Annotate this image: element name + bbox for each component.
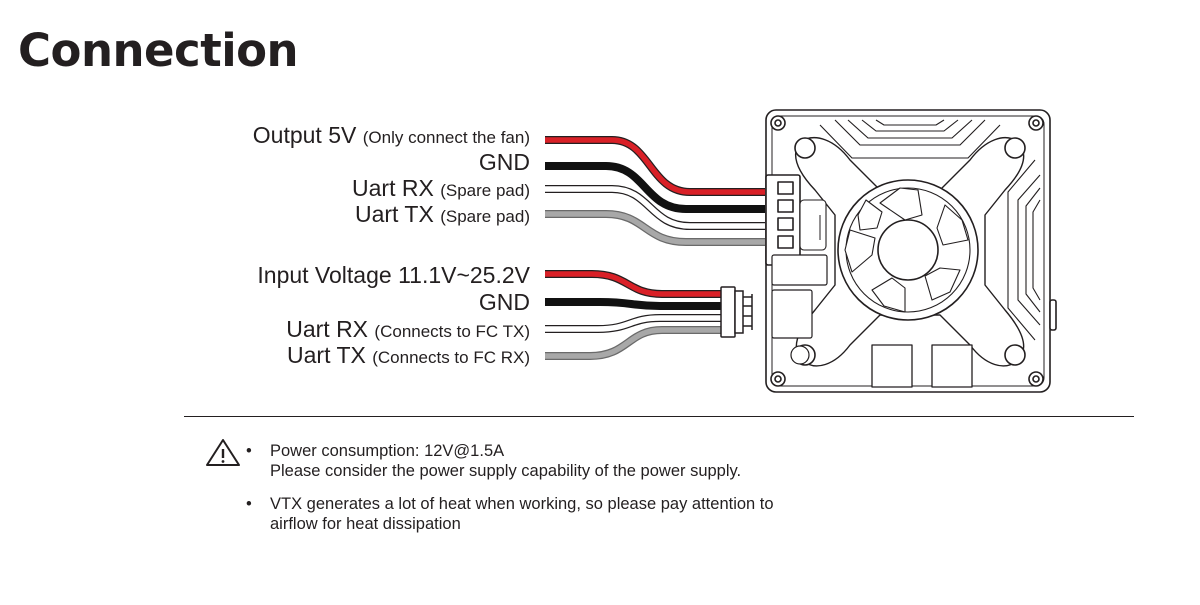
label-main: Output 5V bbox=[252, 122, 357, 148]
note-line: Power consumption: 12V@1.5A bbox=[270, 442, 505, 460]
label-main: Uart TX bbox=[355, 201, 434, 227]
pad-gnd bbox=[777, 199, 794, 213]
upper-wire-black bbox=[545, 162, 765, 213]
pad-rx bbox=[777, 217, 794, 231]
upper-wire-bundle bbox=[545, 136, 765, 246]
bottom-port-left bbox=[871, 344, 913, 388]
label-main: GND bbox=[478, 289, 530, 315]
label-note: (Spare pad) bbox=[440, 207, 530, 226]
label-output-5v: Output 5V (Only connect the fan) bbox=[253, 122, 530, 151]
warning-triangle-icon bbox=[206, 439, 240, 466]
label-note: (Connects to FC TX) bbox=[374, 322, 530, 341]
jst-connector-icon bbox=[720, 286, 753, 338]
label-note: (Spare pad) bbox=[440, 181, 530, 200]
screw-top-right bbox=[1028, 115, 1044, 131]
notes-list: • Power consumption: 12V@1.5A Please con… bbox=[246, 441, 774, 547]
cooling-fins-right bbox=[1007, 159, 1041, 341]
lower-wire-red bbox=[545, 270, 722, 298]
pad-tx bbox=[777, 235, 794, 249]
label-main: GND bbox=[478, 149, 530, 175]
cooling-fins-top bbox=[819, 119, 1001, 159]
screw-bottom-right bbox=[1028, 371, 1044, 387]
label-upper-uart-rx: Uart RX (Spare pad) bbox=[352, 175, 530, 204]
lower-wire-bundle bbox=[545, 270, 722, 360]
lower-wire-black bbox=[545, 298, 722, 310]
screw-bottom-left bbox=[770, 371, 786, 387]
lower-wire-grey bbox=[545, 326, 722, 360]
bullet: • bbox=[246, 495, 252, 513]
bullet: • bbox=[246, 442, 252, 460]
label-main: Uart TX bbox=[287, 342, 366, 368]
note-line: VTX generates a lot of heat when working… bbox=[270, 495, 774, 513]
label-note: (Connects to FC RX) bbox=[372, 348, 530, 367]
label-lower-uart-tx: Uart TX (Connects to FC RX) bbox=[287, 342, 530, 371]
page-title: Connection bbox=[18, 24, 299, 77]
label-main: Input Voltage 11.1V~25.2V bbox=[257, 262, 530, 288]
label-note: (Only connect the fan) bbox=[362, 128, 530, 147]
label-lower-gnd: GND bbox=[479, 289, 530, 315]
section-divider bbox=[184, 416, 1134, 417]
bottom-port-right bbox=[931, 344, 973, 388]
label-main: Uart RX bbox=[352, 175, 434, 201]
screw-top-left bbox=[770, 115, 786, 131]
label-input-voltage: Input Voltage 11.1V~25.2V bbox=[257, 262, 530, 288]
note-item-heat: • VTX generates a lot of heat when worki… bbox=[246, 494, 774, 534]
note-line: airflow for heat dissipation bbox=[270, 515, 461, 533]
note-line: Please consider the power supply capabil… bbox=[270, 462, 742, 480]
label-upper-gnd: GND bbox=[479, 149, 530, 175]
pad-5v bbox=[777, 181, 794, 195]
label-lower-uart-rx: Uart RX (Connects to FC TX) bbox=[286, 316, 530, 345]
fan bbox=[837, 179, 979, 321]
label-main: Uart RX bbox=[286, 316, 369, 342]
label-upper-uart-tx: Uart TX (Spare pad) bbox=[355, 201, 530, 230]
vtx-module-icon bbox=[765, 109, 1057, 393]
note-item-power: • Power consumption: 12V@1.5A Please con… bbox=[246, 441, 774, 481]
